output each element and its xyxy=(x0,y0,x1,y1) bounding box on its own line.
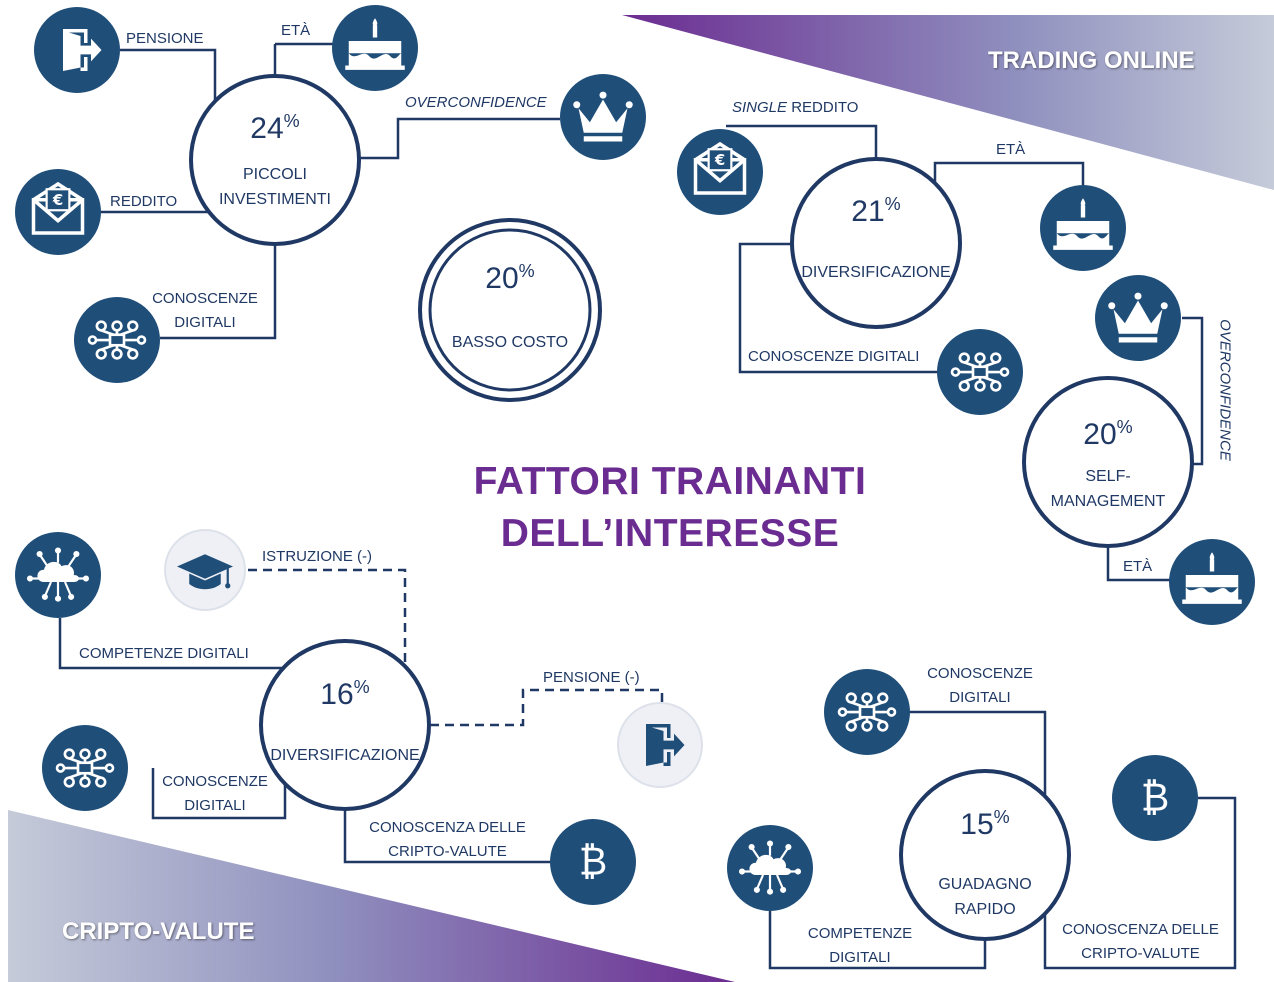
network-icon xyxy=(42,725,128,811)
pct-guadagno: 15% xyxy=(960,807,1010,841)
title-line-1: FATTORI TRAINANTI xyxy=(473,460,867,503)
label-overconfidence-1: OVERCONFIDENCE xyxy=(405,94,547,111)
node-circle-divers-top xyxy=(790,157,962,329)
label-basso: BASSO COSTO xyxy=(451,334,569,351)
node-circle-basso-outer xyxy=(418,218,602,402)
graduation-cap-icon xyxy=(164,529,246,611)
crown-icon xyxy=(1095,275,1181,361)
label-conoscenze-digitali-2: CONOSCENZE DIGITALI xyxy=(748,348,920,365)
label-eta-2: ETÀ xyxy=(996,141,1026,158)
label-overconfidence-2: OVERCONFIDENCE xyxy=(1216,319,1234,461)
cake-icon xyxy=(1169,539,1255,625)
pct-divers-top: 21% xyxy=(851,194,901,228)
cake-icon xyxy=(1040,185,1126,271)
cloud-network-icon xyxy=(15,532,101,618)
network-icon xyxy=(74,297,160,383)
label-pensione: PENSIONE xyxy=(126,30,204,47)
node-circle-self xyxy=(1022,376,1194,548)
cripto-corner-band xyxy=(8,810,735,982)
envelope-euro-icon xyxy=(677,129,763,215)
pct-basso: 20% xyxy=(485,261,535,295)
node-circle-basso-inner xyxy=(428,228,592,392)
pct-self: 20% xyxy=(1083,417,1133,451)
cloud-network-icon xyxy=(727,825,813,911)
title-line-2: DELL’INTERESSE xyxy=(500,512,840,555)
exit-icon xyxy=(617,702,703,788)
node-circle-divers-bottom xyxy=(259,639,431,811)
trading-corner-band xyxy=(622,15,1274,190)
envelope-euro-icon xyxy=(15,169,101,255)
dashed-connectors xyxy=(248,568,664,727)
network-icon xyxy=(824,669,910,755)
label-competenze-digitali-1: COMPETENZE DIGITALI xyxy=(79,645,249,662)
cripto-valute-label: CRIPTO-VALUTE xyxy=(62,918,255,945)
crown-icon xyxy=(560,74,646,160)
label-istruzione: ISTRUZIONE (-) xyxy=(262,548,372,565)
network-icon xyxy=(937,329,1023,415)
exit-icon xyxy=(34,7,120,93)
label-eta-3: ETÀ xyxy=(1123,558,1153,575)
label-divers-top: DIVERSIFICAZIONE xyxy=(801,264,951,281)
pct-piccoli: 24% xyxy=(250,111,300,145)
label-single-reddito: SINGLE REDDITO xyxy=(732,99,859,116)
label-eta-1: ETÀ xyxy=(281,22,311,39)
label-reddito: REDDITO xyxy=(110,193,178,210)
node-circle-piccoli xyxy=(189,74,361,246)
node-circle-guadagno xyxy=(899,769,1071,941)
pct-divers-bottom: 16% xyxy=(320,677,370,711)
label-self: SELF-MANAGEMENT xyxy=(1050,468,1166,510)
page-title: FATTORI TRAINANTI DELL’INTERESSE xyxy=(440,456,900,560)
bitcoin-icon xyxy=(550,819,636,905)
bitcoin-icon xyxy=(1112,755,1198,841)
trading-online-label: TRADING ONLINE xyxy=(988,47,1195,74)
label-pensione-neg: PENSIONE (-) xyxy=(543,669,640,686)
cake-icon xyxy=(332,5,418,91)
label-divers-bottom: DIVERSIFICAZIONE xyxy=(270,747,420,764)
